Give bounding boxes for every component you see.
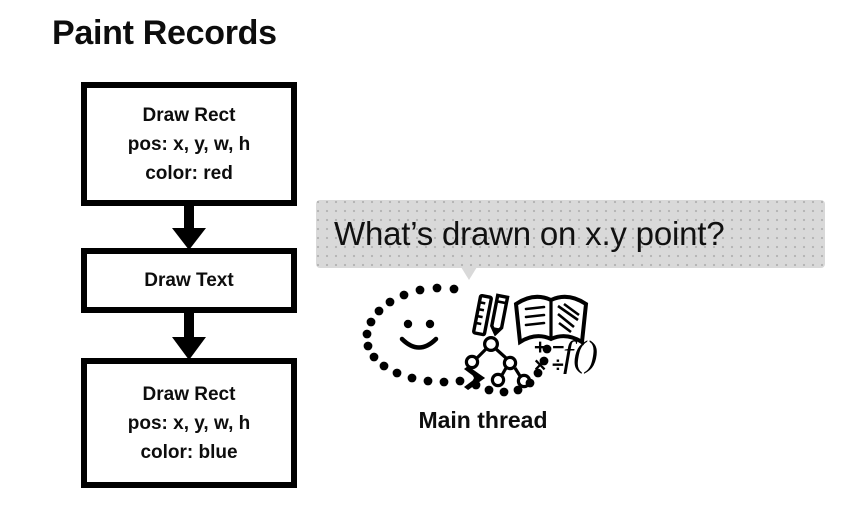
main-thread-label: Main thread — [418, 407, 548, 433]
speech-bubble-tail-icon — [461, 267, 477, 280]
paint-record-box-draw-rect-red: Draw Rect pos: x, y, w, h color: red — [81, 82, 297, 206]
main-thread-doodle-icon: + − × ÷ f() — [362, 283, 598, 397]
record-line: Draw Text — [144, 270, 234, 291]
math-symbols-icon: + − × ÷ — [534, 336, 564, 377]
record-line: color: blue — [140, 441, 238, 463]
open-book-icon — [513, 294, 589, 346]
dotted-loop-icon — [362, 283, 552, 397]
question-text: What’s drawn on x.y point? — [334, 215, 725, 252]
math-symbols-top: + − — [534, 336, 564, 359]
page-title: Paint Records — [52, 14, 277, 52]
function-notation-icon: f() — [563, 334, 598, 375]
record-line: color: red — [145, 162, 233, 184]
tree-graph-icon — [464, 335, 532, 389]
loop-arrowhead-icon — [464, 366, 485, 390]
question-speech-bubble: What’s drawn on x.y point? — [316, 200, 825, 268]
record-line: Draw Rect — [142, 383, 236, 405]
paint-record-box-draw-rect-blue: Draw Rect pos: x, y, w, h color: blue — [81, 358, 297, 488]
paint-record-box-draw-text: Draw Text — [81, 248, 297, 313]
record-line: pos: x, y, w, h — [127, 412, 251, 434]
ruler-icon — [472, 293, 493, 337]
pencil-icon — [490, 293, 510, 337]
record-line: Draw Rect — [142, 104, 236, 126]
flow-arrow-down-icon — [172, 311, 206, 360]
smiley-face-icon — [399, 319, 439, 350]
flow-arrow-down-icon — [172, 204, 206, 250]
record-line: pos: x, y, w, h — [127, 133, 251, 155]
math-symbols-bottom: × ÷ — [534, 354, 564, 377]
